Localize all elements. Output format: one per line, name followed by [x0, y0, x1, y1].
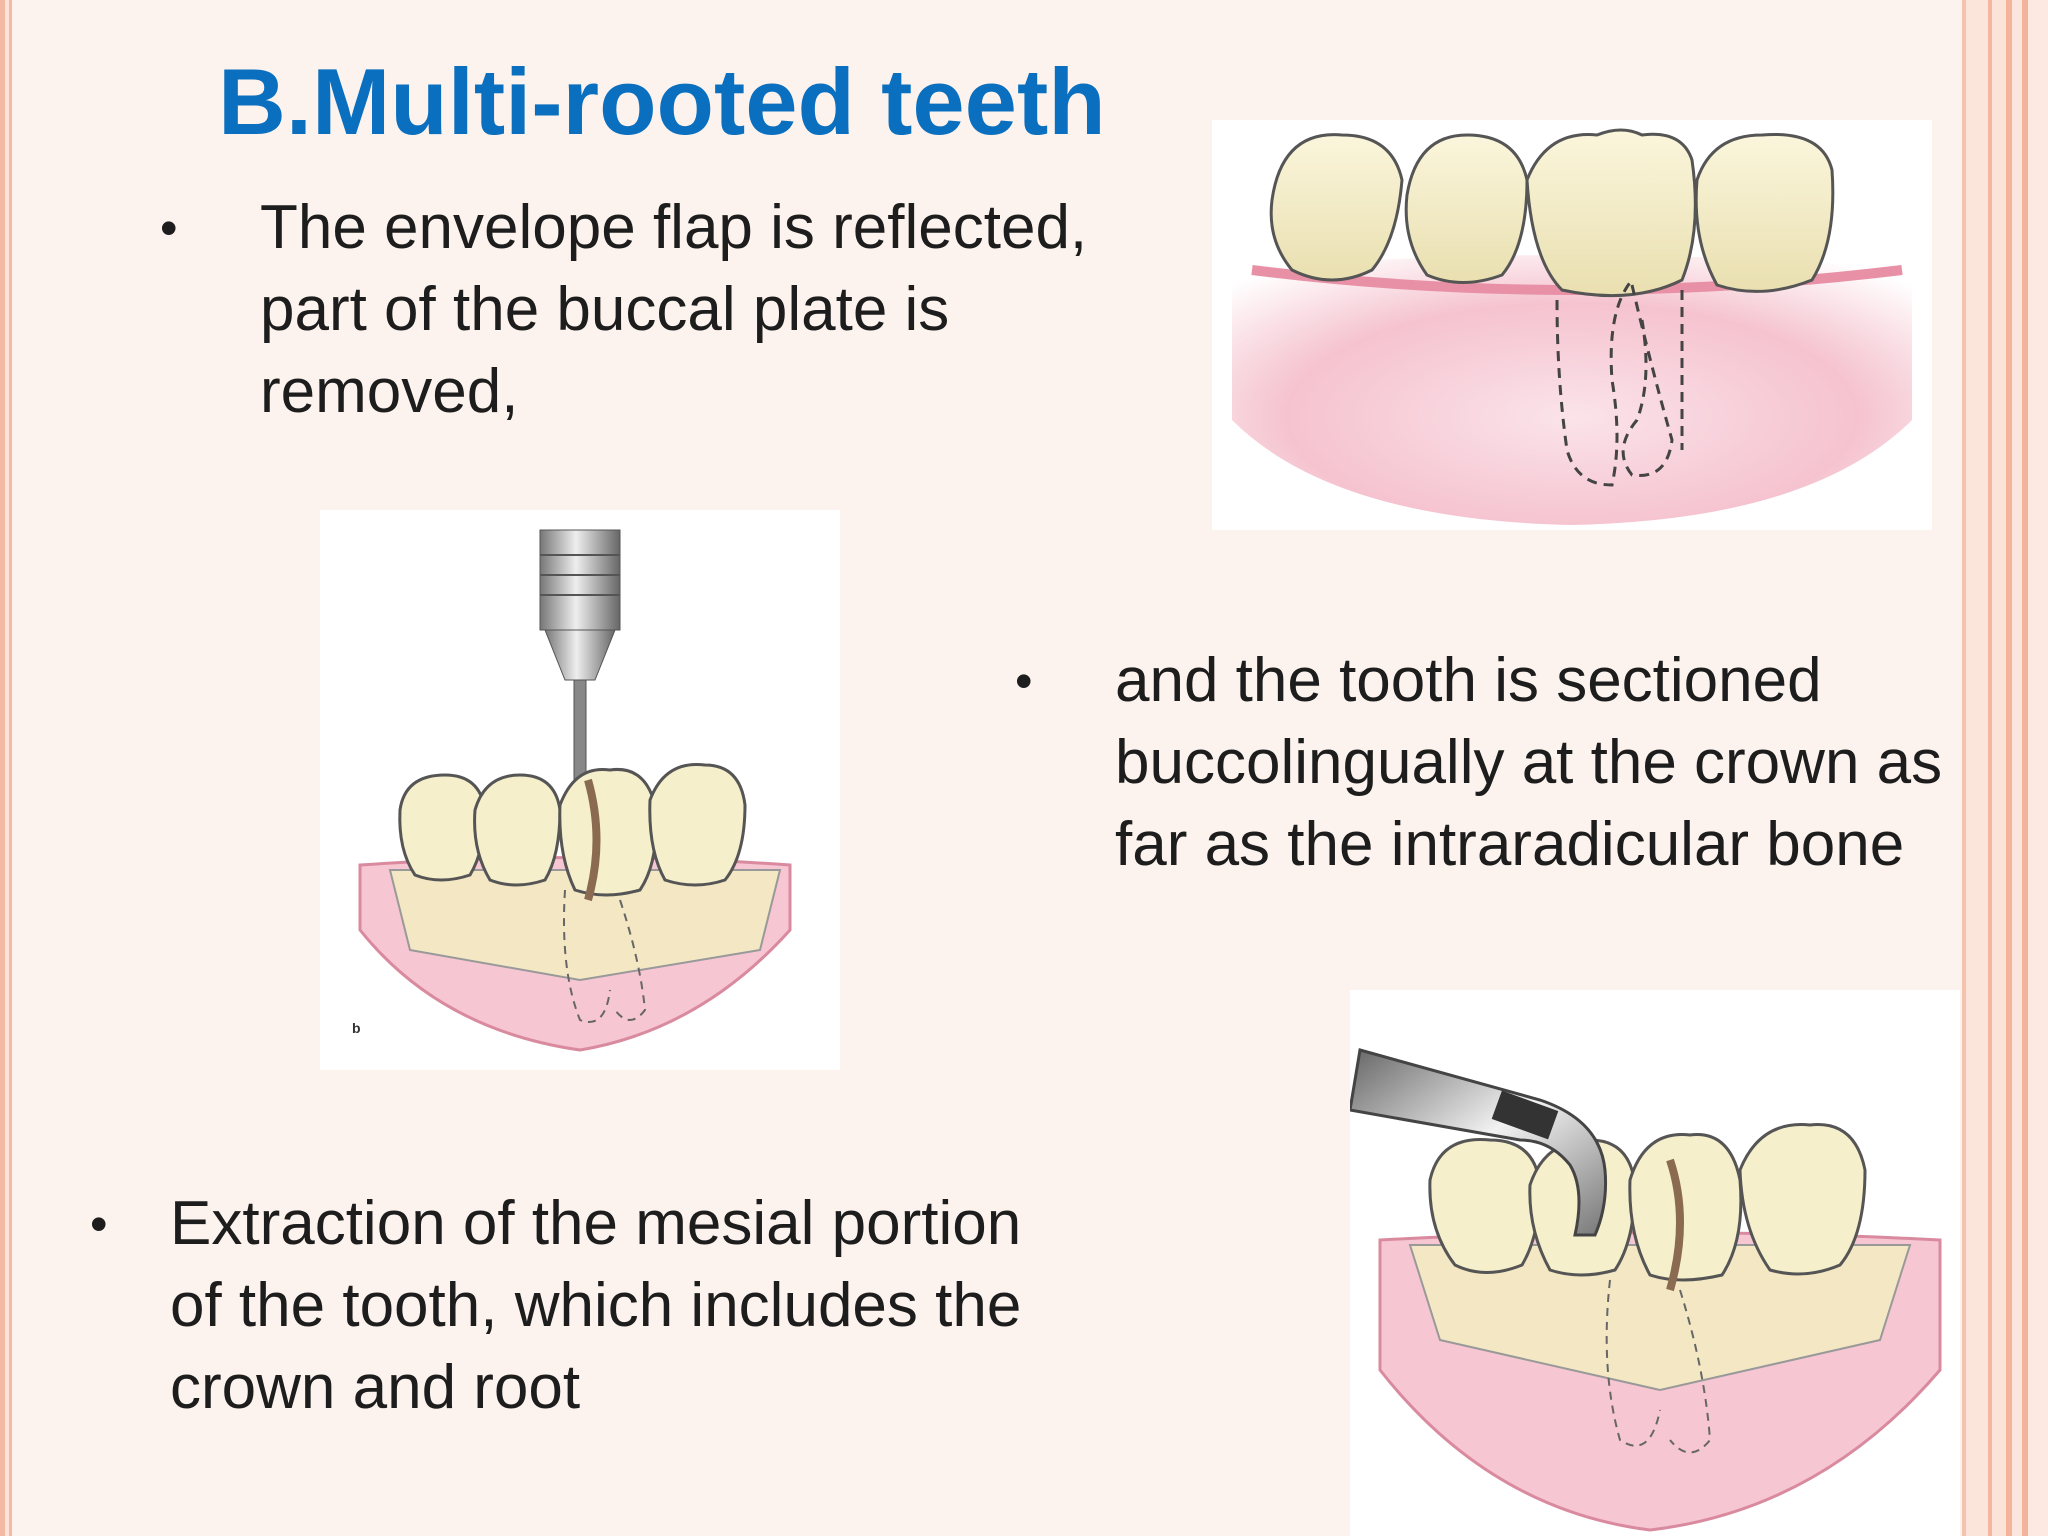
figure-caption-b: b	[352, 1020, 361, 1036]
figure-drill-sectioning	[320, 510, 840, 1070]
bullet-mesial-extraction: • Extraction of the mesial portion of th…	[90, 1183, 1070, 1429]
drill-illustration	[358, 529, 792, 1052]
bullet-text: Extraction of the mesial portion of the …	[170, 1189, 1022, 1422]
right-border-decoration	[1962, 0, 2048, 1536]
figure-forceps-extraction	[1350, 990, 1960, 1536]
slide-title: B.Multi-rooted teeth	[218, 49, 1106, 154]
bullet-tooth-sectioned: • and the tooth is sectioned buccolingua…	[1015, 640, 1975, 886]
bullet-dot: •	[90, 1196, 108, 1252]
left-border-decoration	[0, 0, 18, 1536]
figure-envelope-flap	[1212, 120, 1932, 530]
bullet-text: and the tooth is sectioned buccolinguall…	[1115, 646, 1943, 879]
bullet-text: The envelope flap is reflected, part of …	[260, 193, 1088, 426]
bullet-dot: •	[1015, 653, 1033, 709]
forceps-illustration	[1350, 1048, 1942, 1532]
tooth-illustration	[1232, 128, 1912, 525]
bullet-envelope-flap: • The envelope flap is reflected, part o…	[160, 187, 1160, 433]
bullet-dot: •	[160, 200, 178, 256]
